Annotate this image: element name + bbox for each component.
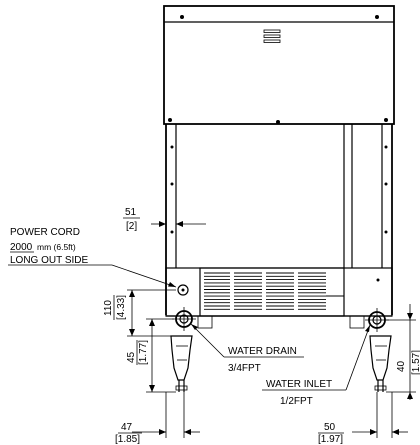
cord-length-unit: mm (6.5ft) [37, 242, 76, 252]
water-drain-fitting [172, 307, 196, 331]
drain-side-in: [1.85] [115, 434, 140, 445]
inlet-height-in: [1.57] [411, 350, 420, 375]
cord-length-value: 2000 [10, 242, 33, 253]
cord-height-in: [4.33] [116, 295, 127, 320]
inlet-side-mm: 50 [324, 422, 336, 433]
cord-height-mm: 110 [103, 300, 114, 316]
water-inlet-label: WATER INLET [266, 379, 332, 390]
power-cord-outlet [177, 284, 189, 296]
leveling-foot-left [170, 335, 193, 392]
water-inlet-size: 1/2FPT [280, 396, 313, 407]
drain-height-mm: 45 [126, 351, 137, 363]
inlet-side-in: [1.97] [318, 434, 343, 445]
inlet-height-mm: 40 [396, 360, 407, 372]
cord-exit-label: LONG OUT SIDE [10, 255, 88, 266]
vent-slot-icon [263, 29, 281, 43]
drain-side-dimension: 47 [1.85] [115, 392, 200, 445]
power-cord-label: POWER CORD [10, 227, 80, 238]
cord-offset-in: [2] [126, 221, 137, 232]
water-inlet-fitting [365, 308, 389, 332]
cord-offset-dimension: 51 [2] [123, 207, 206, 232]
water-drain-callout: WATER DRAIN 3/4FPT [190, 323, 304, 374]
louvre-grille [199, 267, 345, 317]
cord-height-dimension: 110 [4.33] [103, 289, 176, 337]
water-drain-label: WATER DRAIN [228, 346, 297, 357]
top-panel [163, 5, 395, 125]
leveling-foot-right [369, 335, 392, 392]
cord-offset-mm: 51 [125, 207, 137, 218]
water-drain-size: 3/4FPT [228, 363, 261, 374]
inlet-height-dimension: 40 [1.57] [386, 304, 420, 400]
water-inlet-callout: WATER INLET 1/2FPT [262, 324, 371, 407]
inlet-side-dimension: 50 [1.97] [318, 392, 408, 445]
drain-height-in: [1.77] [138, 340, 149, 365]
drain-side-mm: 47 [121, 422, 133, 433]
power-cord-callout: POWER CORD 2000 mm (6.5ft) LONG OUT SIDE [8, 227, 177, 288]
drain-height-dimension: 45 [1.77] [126, 318, 176, 393]
